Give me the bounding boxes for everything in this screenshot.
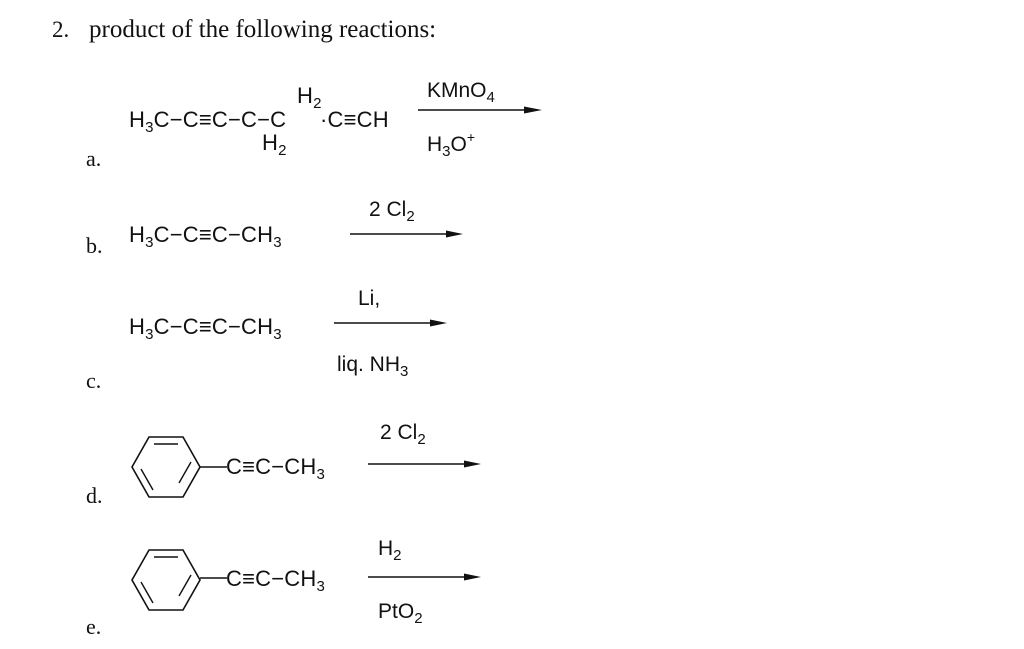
reaction-arrow-icon <box>350 230 463 238</box>
reactant-formula: H3C−C≡C−CH3 <box>129 222 282 251</box>
benzene-ring-icon <box>131 549 227 611</box>
reaction-label: e. <box>86 614 102 639</box>
question-title: product of the following reactions: <box>89 16 437 43</box>
benzene-ring-icon <box>131 436 227 498</box>
reaction-label: c. <box>86 368 102 393</box>
ch2-lower: H2 <box>262 130 287 159</box>
reaction-arrow-icon <box>418 106 542 114</box>
reagent-below: H3O+ <box>427 129 476 160</box>
reaction-arrow-icon <box>334 319 447 327</box>
reactant-chain: C≡C−CH3 <box>226 454 325 483</box>
reaction-label: a. <box>86 146 102 171</box>
reactant-formula-tail: ·C≡CH <box>320 107 389 132</box>
reagent-above: H2 <box>378 537 402 564</box>
reactant-formula: H3C−C≡C−CH3 <box>129 314 282 343</box>
reactant-formula: H3C−C≡C−C−C <box>129 107 287 136</box>
reagent-below: PtO2 <box>378 600 423 627</box>
reaction-arrow-icon <box>368 460 481 468</box>
ch2-upper: H2 <box>297 83 322 112</box>
question-number: 2. <box>52 17 70 42</box>
reagent-above: Li, <box>358 287 381 310</box>
reaction-label: d. <box>86 483 103 508</box>
reaction-arrow-icon <box>368 573 481 581</box>
reagent-above: 2 Cl2 <box>369 198 415 225</box>
reactant-chain: C≡C−CH3 <box>226 566 325 595</box>
reagent-above: 2 Cl2 <box>380 421 426 448</box>
reaction-label: b. <box>86 233 103 258</box>
reagent-below: liq. NH3 <box>337 353 409 380</box>
reagent-above: KMnO4 <box>427 79 495 106</box>
